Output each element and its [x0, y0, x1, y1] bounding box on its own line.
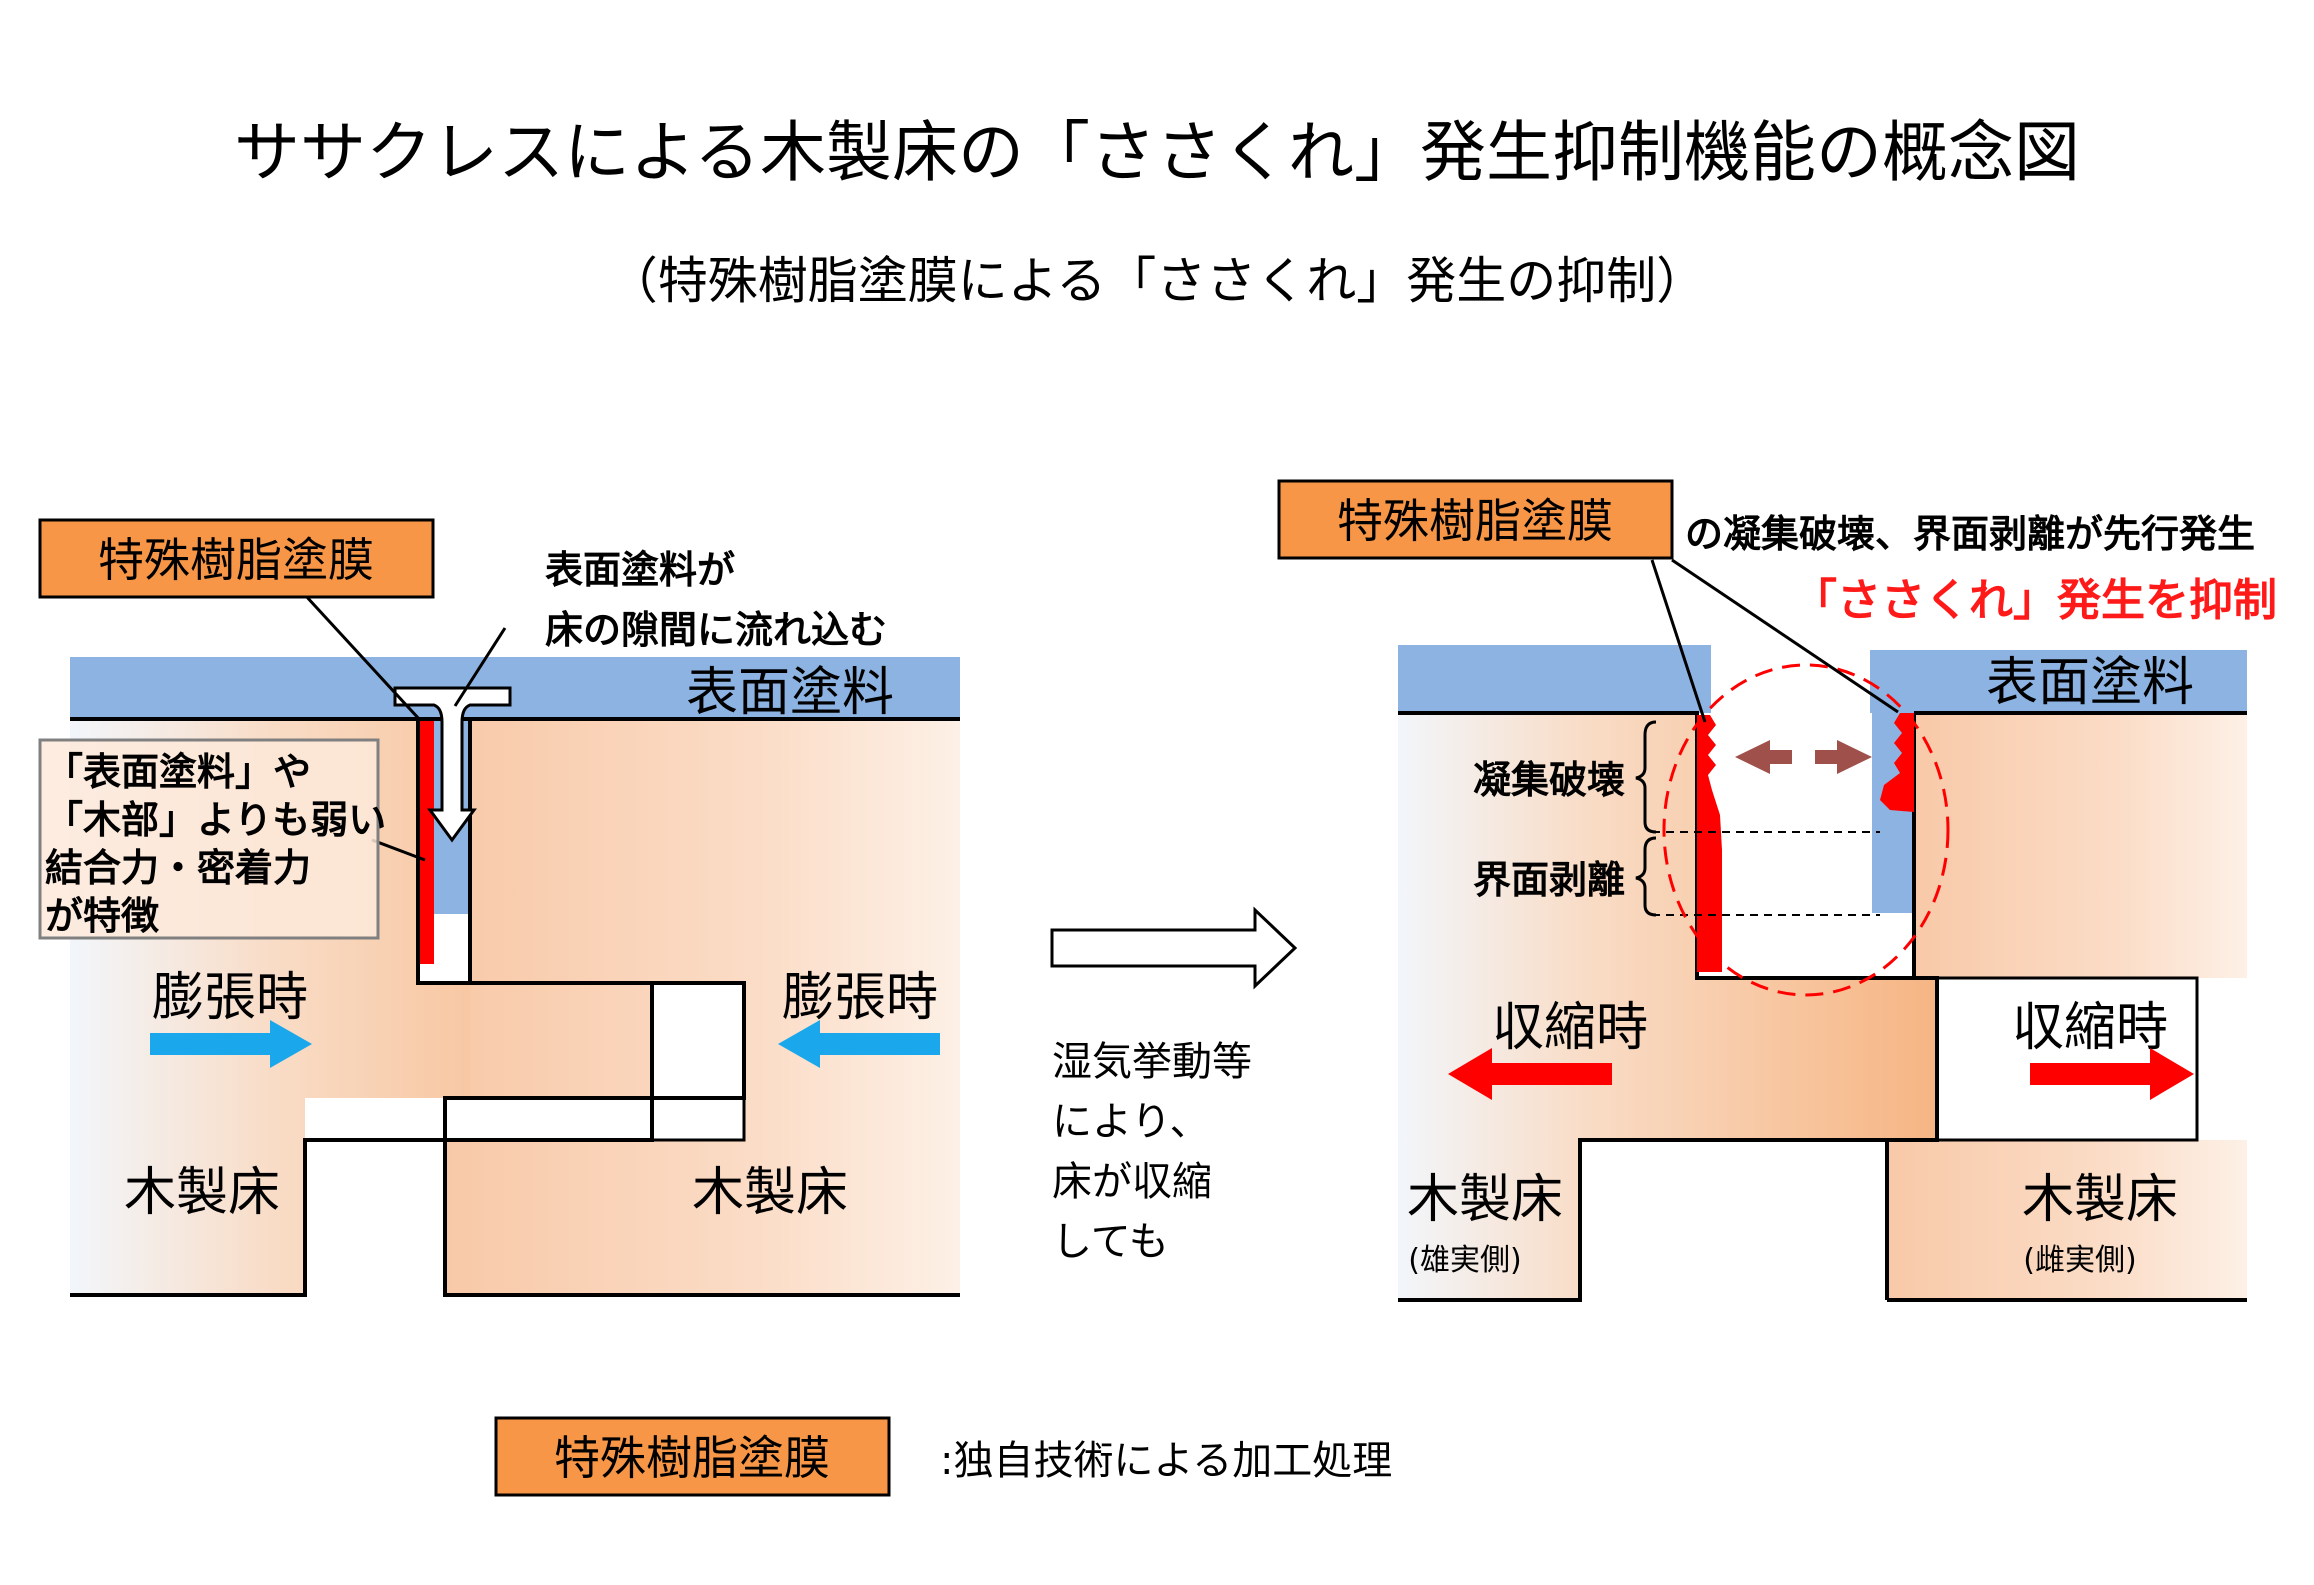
suppress-note: 「ささくれ」発生を抑制 — [1793, 575, 2277, 626]
page-title: ササクレスによる木製床の「ささくれ」発生抑制機能の概念図 — [234, 114, 2080, 191]
weak-note-box — [38, 738, 380, 940]
left-gap-lower — [430, 914, 470, 984]
right-resin-pointer-2 — [1671, 558, 1899, 714]
right-resin-label-box — [1277, 479, 1674, 560]
peeling-brace — [1635, 836, 1657, 917]
right-floor-female-label: 木製床 — [2022, 1170, 2178, 1230]
left-panel: 特殊樹脂塗膜 表面塗料が 床の隙間に流れ込む 表面塗料 「表面塗料」や 「木部」… — [38, 518, 960, 1297]
cause-line2: により、 — [1052, 1099, 1210, 1145]
left-floor-outline-female — [443, 719, 960, 1297]
focus-ellipse — [1662, 663, 1950, 997]
right-female-bottom-outline — [1885, 1138, 1937, 1300]
expansion-left-arrow — [150, 1020, 312, 1068]
flow-note-line1: 表面塗料が — [545, 548, 735, 592]
weak-note-line4: が特徴 — [45, 894, 160, 938]
legend-description: :独自技術による加工処理 — [940, 1438, 1392, 1484]
cohesive-brace — [1635, 720, 1657, 834]
right-surface-paint-left — [1398, 645, 1711, 713]
expansion-left-label: 膨張時 — [152, 968, 308, 1028]
right-floor-male-label: 木製床 — [1407, 1170, 1563, 1230]
shrink-right-arrow — [2030, 1048, 2194, 1100]
cause-line3: 床が収縮 — [1052, 1159, 1212, 1205]
legend: 特殊樹脂塗膜 :独自技術による加工処理 — [494, 1416, 1392, 1497]
effect-note: の凝集破壊、界面剥離が先行発生 — [1685, 512, 2255, 556]
right-surface-paint-label: 表面塗料 — [1986, 653, 2194, 713]
right-floor-male — [1398, 713, 1937, 1300]
right-resin-label: 特殊樹脂塗膜 — [1337, 494, 1613, 548]
interfacial-peeling-label: 界面剥離 — [1473, 858, 1625, 902]
legend-swatch-label: 特殊樹脂塗膜 — [554, 1431, 830, 1485]
separation-arrow-left — [1735, 740, 1792, 774]
cohesive-failure-label: 凝集破壊 — [1473, 758, 1625, 802]
left-resin-pointer — [303, 593, 422, 722]
right-resin-pointer-1 — [1650, 559, 1707, 723]
left-floor-outline-male — [70, 717, 654, 1297]
cause-line1: 湿気挙動等 — [1052, 1039, 1252, 1085]
weak-note-line1: 「表面塗料」や — [45, 750, 311, 794]
shrink-left-label: 収縮時 — [1492, 998, 1648, 1058]
transition-arrow — [1050, 906, 1298, 990]
weak-note-line2: 「木部」よりも弱い — [45, 798, 386, 842]
left-floor-female-label: 木製床 — [692, 1163, 848, 1223]
shrink-left-arrow — [1448, 1048, 1612, 1100]
middle-transition: 湿気挙動等 により、 床が収縮 しても — [1050, 906, 1298, 1265]
right-panel: 特殊樹脂塗膜 の凝集破壊、界面剥離が先行発生 「ささくれ」発生を抑制 表面塗料 … — [1277, 479, 2277, 1302]
cause-line4: しても — [1052, 1219, 1169, 1265]
left-resin-label-box — [38, 518, 435, 599]
right-resin-male — [1697, 715, 1722, 972]
separation-arrow-right — [1815, 740, 1872, 774]
left-resin-label: 特殊樹脂塗膜 — [98, 533, 374, 587]
left-flow-pointer — [453, 627, 507, 707]
legend-swatch-box — [494, 1416, 891, 1497]
flow-down-arrow — [393, 686, 512, 843]
left-surface-paint-band — [70, 657, 960, 719]
right-surface-paint-right — [1870, 650, 2247, 713]
flow-note-line2: 床の隙間に流れ込む — [545, 608, 887, 652]
right-floor-female-top — [1914, 713, 2247, 978]
left-floor-male-label: 木製床 — [124, 1163, 280, 1223]
weak-note-line3: 結合力・密着力 — [45, 846, 311, 890]
shrink-right-label: 収縮時 — [2012, 998, 2168, 1058]
expansion-right-arrow — [778, 1020, 940, 1068]
right-floor-male-sublabel: (雄実側) — [1408, 1243, 1521, 1278]
left-void — [650, 981, 746, 1142]
expansion-right-label: 膨張時 — [782, 968, 938, 1028]
page-subtitle: （特殊樹脂塗膜による「ささくれ」発生の抑制） — [608, 252, 1707, 310]
weak-note-pointer — [371, 838, 426, 862]
right-resin-female — [1880, 713, 1914, 812]
left-resin-strip — [420, 719, 434, 964]
left-surface-paint-label: 表面塗料 — [686, 663, 894, 723]
right-floor-female-sublabel: (雌実側) — [2023, 1243, 2136, 1278]
right-floor-female-bottom — [1887, 1140, 2247, 1300]
